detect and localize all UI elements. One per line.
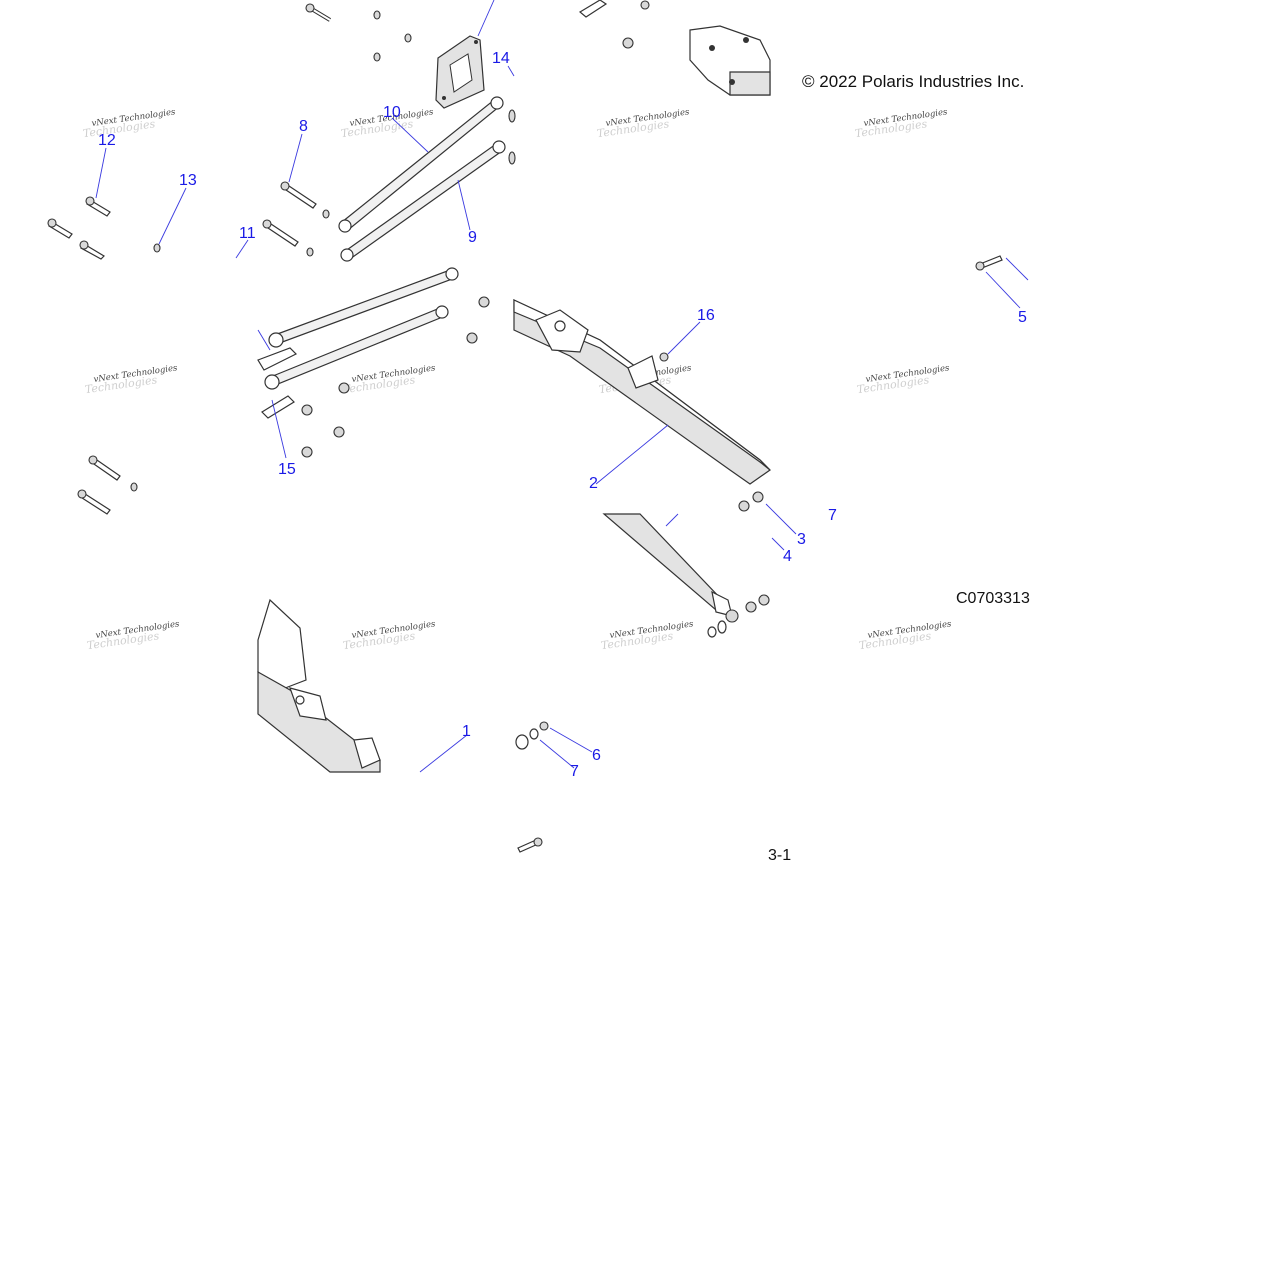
washer	[707, 626, 717, 638]
leader-lines	[95, 0, 1029, 773]
watermark: Technologies vNext Technologies	[342, 619, 437, 652]
bracket-top-right	[689, 25, 771, 96]
nut	[539, 721, 549, 731]
nut	[478, 296, 490, 308]
nut	[322, 209, 330, 219]
callout-12: 12	[98, 132, 116, 149]
bolt	[262, 219, 299, 247]
watermark: Technologies vNext Technologies	[82, 107, 177, 140]
nut	[333, 426, 345, 438]
bolt	[79, 240, 105, 260]
washer	[717, 620, 727, 634]
callout-11: 11	[239, 225, 256, 242]
upper-link-rod	[338, 96, 504, 233]
rod-end	[261, 395, 295, 419]
nut	[508, 109, 516, 123]
callout-7: 7	[828, 507, 837, 524]
watermark: Technologies vNext Technologies	[84, 363, 179, 396]
callout-4: 4	[783, 548, 792, 565]
trailing-arm-tail	[602, 513, 739, 623]
washer	[515, 734, 529, 750]
nut	[301, 404, 313, 416]
bolt	[88, 455, 121, 481]
figure-id: C0703313	[956, 590, 1030, 607]
watermark: Technologies vNext Technologies	[596, 107, 691, 140]
page-reference: 3-1	[768, 847, 791, 864]
bolt	[77, 489, 111, 515]
nut	[373, 10, 381, 20]
callout-15: 15	[278, 461, 296, 478]
washer	[529, 728, 539, 740]
callout-16: 16	[697, 307, 715, 324]
callout-1: 1	[462, 723, 471, 740]
nut	[466, 332, 478, 344]
trailing-arm-link	[264, 305, 449, 390]
rod-end	[257, 347, 298, 371]
callout-9: 9	[468, 229, 477, 246]
bolt	[280, 181, 317, 209]
bolt-top-left	[305, 3, 332, 22]
nut	[758, 594, 770, 606]
nut	[306, 247, 314, 257]
bolt	[47, 218, 73, 239]
nut	[745, 601, 757, 613]
nut	[404, 33, 412, 43]
nut	[130, 482, 138, 492]
rod-end-top	[578, 0, 608, 18]
callout-8: 8	[299, 118, 308, 135]
watermark: Technologies vNext Technologies	[858, 619, 953, 652]
watermark-tiles: Technologies vNext Technologies Technolo…	[82, 107, 953, 652]
nut	[153, 243, 161, 253]
mounting-plate	[435, 35, 485, 109]
trailing-arm-left	[513, 299, 771, 485]
callout-5: 5	[1018, 309, 1027, 326]
nut	[622, 37, 634, 49]
lower-link-rod	[340, 140, 506, 262]
bolt	[517, 837, 543, 853]
nut	[301, 446, 313, 458]
nut	[373, 52, 381, 62]
nut	[738, 500, 750, 512]
callout-13: 13	[179, 172, 197, 189]
watermark: Technologies vNext Technologies	[86, 619, 181, 652]
watermark: Technologies vNext Technologies	[600, 619, 695, 652]
nut	[508, 151, 516, 165]
callout-10: 10	[383, 104, 401, 121]
callout-labels: 1 2 3 4 5 6 7 7 8 9 10 11 12 13 14 15 16	[98, 50, 1027, 780]
callout-7: 7	[570, 763, 579, 780]
watermark: Technologies vNext Technologies	[342, 363, 437, 396]
bolt	[975, 255, 1003, 271]
nut	[752, 491, 764, 503]
watermark: Technologies vNext Technologies	[854, 107, 949, 140]
frame-arm-lower	[257, 598, 381, 773]
callout-3: 3	[797, 531, 806, 548]
nut	[338, 382, 350, 394]
callout-6: 6	[592, 747, 601, 764]
trailing-arm-link	[268, 267, 459, 348]
callout-2: 2	[589, 475, 598, 492]
callout-14: 14	[492, 50, 510, 67]
watermark: Technologies vNext Technologies	[856, 363, 951, 396]
copyright-notice: © 2022 Polaris Industries Inc.	[802, 72, 1024, 91]
bolt	[85, 196, 111, 217]
nut	[640, 0, 650, 10]
